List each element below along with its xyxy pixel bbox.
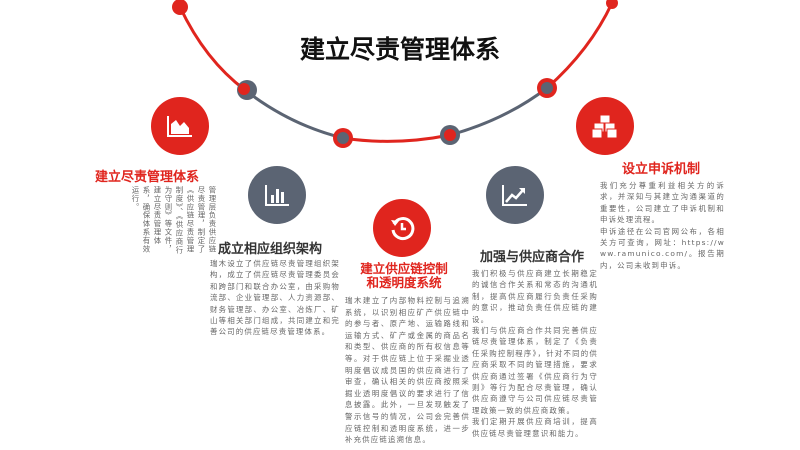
heading-grievance: 设立申诉机制 [622, 162, 701, 177]
page-title: 建立尽责管理体系 [299, 35, 500, 64]
bar-chart-icon [248, 166, 306, 224]
heading-supplier-cooperation: 加强与供应商合作 [480, 250, 585, 265]
body-transparency: 瑞木建立了内部物料控制与追溯系统，以识别相应矿产供应链中的参与者、原产地、运输路… [345, 296, 470, 445]
body-grievance: 我们充分尊重利益相关方的诉求，并深知与其建立沟通渠道的重要性，公司建立了申诉机制… [600, 181, 725, 270]
trend-up-icon [486, 166, 544, 224]
history-icon [373, 199, 431, 257]
heading-line-2: 和透明度系统 [366, 275, 442, 290]
body-establish-system: 管理层负责供应链尽责管理，制定了《供应链尽责管理制度》、《供应商行为守则》等文件… [131, 186, 217, 255]
heading-organization: 成立相应组织架构 [218, 242, 323, 257]
area-chart-icon [151, 97, 209, 155]
cubes-icon [576, 97, 634, 155]
heading-establish-system: 建立尽责管理体系 [95, 170, 200, 185]
heading-line-1: 建立供应链控制 [360, 261, 448, 276]
body-supplier-cooperation: 我们积极与供应商建立长期稳定的诚信合作关系和常态的沟通机制，提高供应商履行负责任… [472, 269, 598, 438]
body-organization: 瑞木设立了供应链尽责管理组织架构，成立了供应链尽责管理委员会和跨部门和联合办公室… [210, 259, 340, 337]
heading-transparency: 建立供应链控制 和透明度系统 [359, 262, 449, 290]
